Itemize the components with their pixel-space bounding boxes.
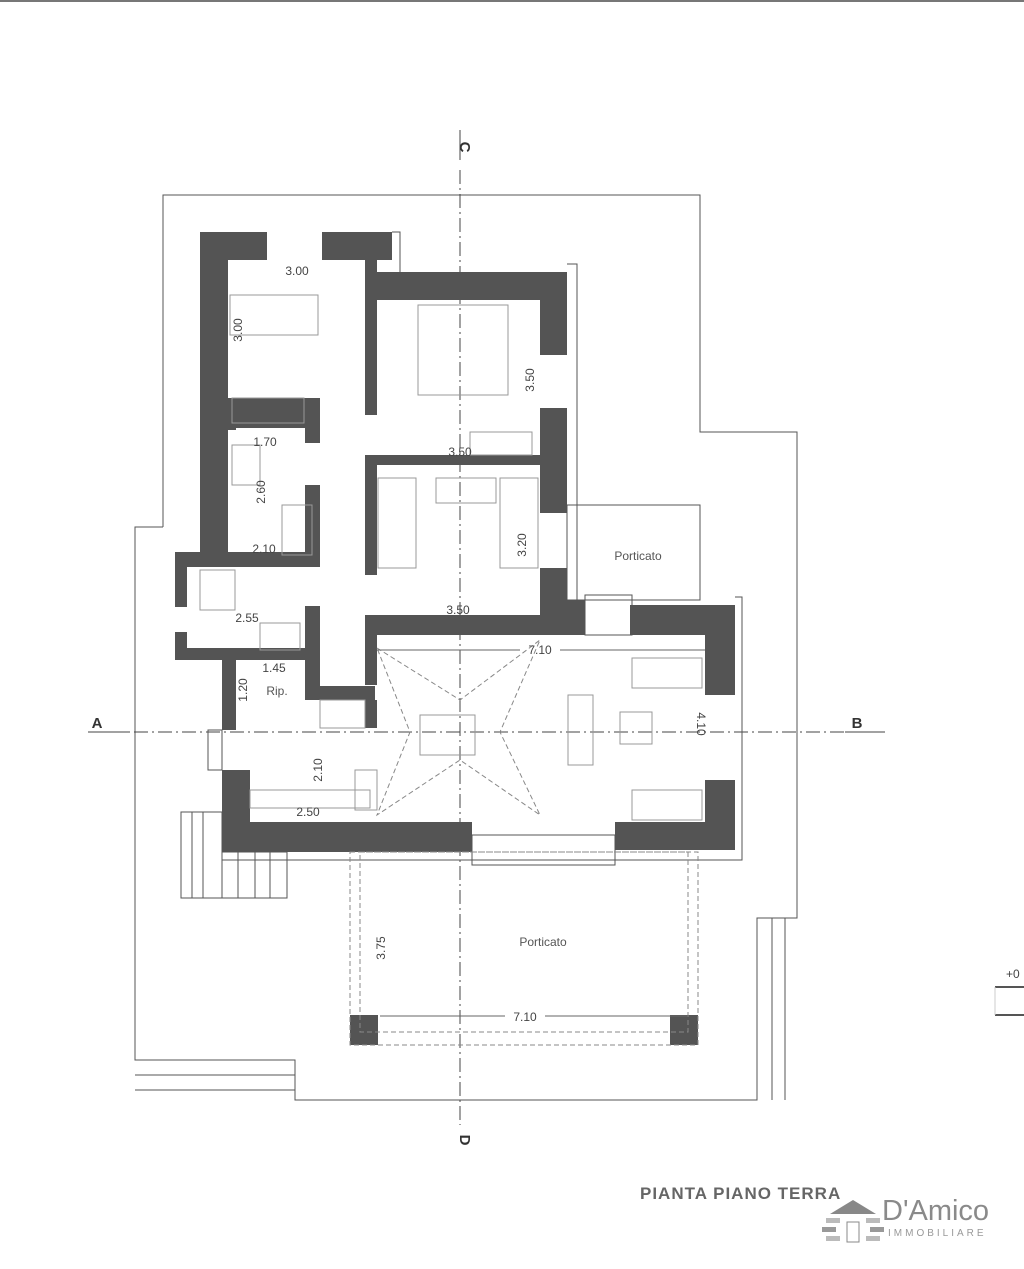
section-mark-b: B xyxy=(852,715,863,732)
lot-boundary xyxy=(134,194,798,1101)
label-ripostiglio: Rip. xyxy=(266,684,287,698)
dim-bath1-depth: 2.60 xyxy=(254,480,268,504)
dim-master-depth: 3.50 xyxy=(523,368,537,392)
section-mark-d: D xyxy=(456,1135,473,1146)
dim-bath1-bottom: 2.10 xyxy=(252,542,276,556)
dim-living-width: 7.10 xyxy=(528,643,552,657)
dim-kitchen-width: 2.50 xyxy=(296,805,320,819)
walls xyxy=(175,232,735,1045)
drawing-title: PIANTA PIANO TERRA xyxy=(640,1184,842,1203)
dim-kitchen-depth: 2.10 xyxy=(311,758,325,782)
dim-bedroom-small-depth: 3.00 xyxy=(231,318,245,342)
dim-bath1-width: 1.70 xyxy=(253,435,277,449)
dim-storage-depth: 1.20 xyxy=(236,678,250,702)
thin-outlines xyxy=(207,231,743,866)
dim-bedroom-small-width: 3.00 xyxy=(285,264,309,278)
label-porticato-bottom: Porticato xyxy=(519,935,567,949)
dim-porch-depth: 3.75 xyxy=(374,936,388,960)
dim-porch-width: 7.10 xyxy=(513,1010,537,1024)
logo-subtitle: IMMOBILIARE xyxy=(888,1228,987,1239)
porch-outline xyxy=(349,851,699,1046)
dim-storage-width: 1.45 xyxy=(262,661,286,675)
logo: D'Amico IMMOBILIARE xyxy=(822,1196,1002,1246)
dim-master-width: 3.50 xyxy=(448,445,472,459)
section-mark-c: C xyxy=(456,142,473,153)
section-mark-a: A xyxy=(92,715,103,732)
exterior-stairs xyxy=(180,811,288,899)
dimensions: 3.00 3.00 3.50 3.50 1.70 2.60 2.10 3.20 … xyxy=(231,264,708,1024)
dim-twin-width: 3.50 xyxy=(446,603,470,617)
level-mark: +0 xyxy=(1006,967,1020,981)
dim-twin-depth: 3.20 xyxy=(515,533,529,557)
label-porticato-right: Porticato xyxy=(614,549,662,563)
logo-name: D'Amico xyxy=(882,1195,990,1227)
house-logo-icon xyxy=(822,1200,884,1243)
dim-bath2-width: 2.55 xyxy=(235,611,259,625)
furniture xyxy=(199,294,703,821)
dim-living-depth: 4.10 xyxy=(694,712,708,736)
